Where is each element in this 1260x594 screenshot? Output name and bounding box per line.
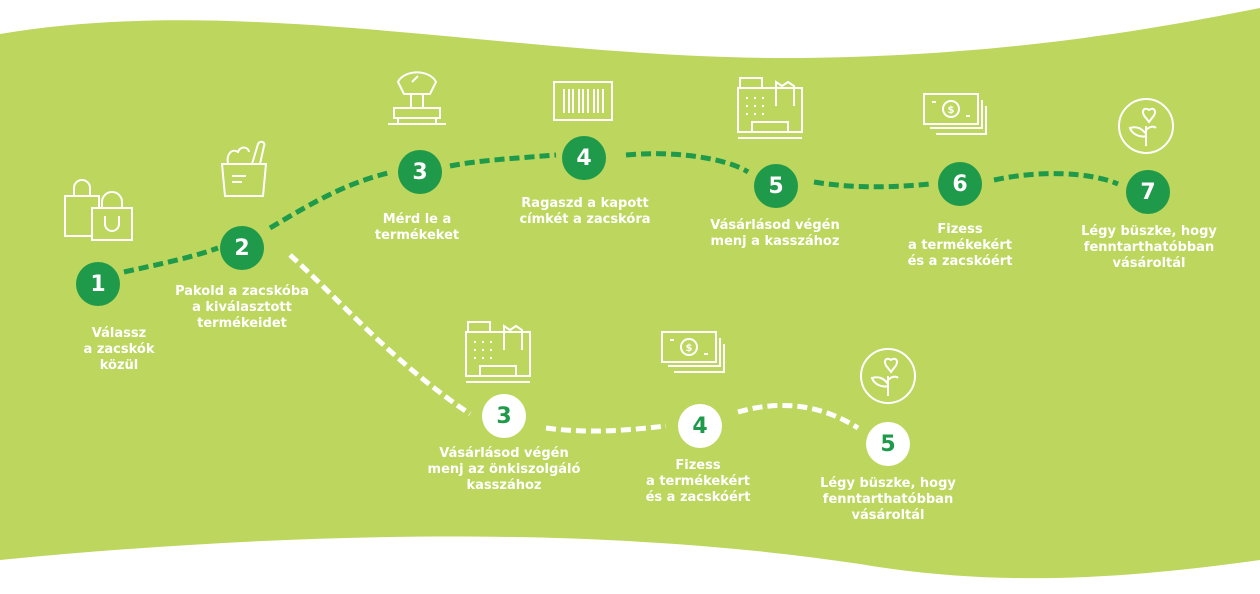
- step-label-5: Vásárlásod végén menj a kasszához: [710, 218, 840, 249]
- svg-text:$: $: [948, 105, 955, 116]
- step-node-5: 5: [754, 164, 798, 208]
- step-node-6: 6: [938, 162, 982, 206]
- top-connector-5-6: [813, 179, 931, 190]
- step-label-6: Fizess a termékekért és a zacskóért: [907, 222, 1013, 269]
- banknotes-icon: $: [923, 93, 987, 135]
- step-node-2: 2: [220, 226, 264, 270]
- bottom-connector-2-3: [288, 253, 472, 417]
- step-node-4: 4: [562, 136, 606, 180]
- scale-icon: [388, 71, 446, 125]
- bottom-connector-3-4: [545, 423, 667, 434]
- top-connector-3-4: [449, 152, 557, 169]
- step-node-1: 1: [76, 262, 120, 306]
- barcode-icon: [553, 81, 613, 121]
- step-label-4: Ragaszd a kapott címkét a zacskóra: [519, 196, 651, 227]
- alt-step-label-3: Vásárlásod végén menj az önkiszolgáló ka…: [427, 446, 581, 493]
- grocery-bag-icon: [220, 140, 268, 197]
- top-connector-4-5: [625, 151, 750, 175]
- sprout-heart-icon: [1118, 98, 1174, 154]
- alt-step-label-5: Légy büszke, hogy fenntarthatóbban vásár…: [820, 476, 956, 523]
- step-label-1: Válassz a zacskók közül: [83, 326, 155, 373]
- step-label-3: Mérd le a termékeket: [374, 212, 460, 243]
- alt-step-node-5: 5: [866, 422, 910, 466]
- banknotes-icon: $: [661, 331, 725, 373]
- cash-register-icon: [465, 321, 531, 383]
- sprout-heart-icon: [860, 348, 916, 404]
- bottom-connector-4-5: [737, 402, 860, 431]
- alt-step-label-4: Fizess a termékekért és a zacskóért: [645, 458, 751, 505]
- top-connector-6-7: [993, 171, 1119, 187]
- top-connector-1-2: [123, 245, 219, 275]
- step-label-2: Pakold a zacskóba a kiválasztott terméke…: [175, 284, 309, 331]
- svg-text:$: $: [686, 343, 693, 354]
- step-label-7: Légy büszke, hogy fenntarthatóbban vásár…: [1081, 224, 1217, 271]
- cash-register-icon: [737, 77, 803, 139]
- step-node-7: 7: [1126, 170, 1170, 214]
- shopping-bags-icon: [64, 179, 133, 241]
- top-connector-2-3: [268, 169, 393, 231]
- step-node-3: 3: [398, 150, 442, 194]
- alt-step-node-4: 4: [678, 404, 722, 448]
- alt-step-node-3: 3: [482, 394, 526, 438]
